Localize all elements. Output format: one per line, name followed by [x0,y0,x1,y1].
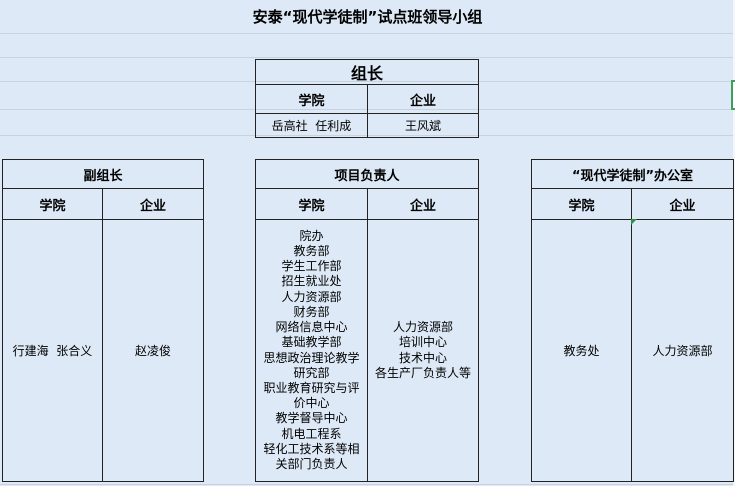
project-company-line: 培训中心 [399,335,448,350]
office-school-header: 学院 [531,188,632,220]
grid-line [0,57,735,58]
project-school-line: 关部门负责人 [275,456,348,471]
project-school-line: 人力资源部 [281,289,342,304]
project-company-line: 人力资源部 [393,320,454,335]
project-school-line: 研究部 [293,365,330,380]
project-school-list: 院办 教务部 学生工作部 招生就业处 人力资源部 财务部 网络信息中心 基础教学… [255,219,368,482]
project-school-line: 机电工程系 [281,426,342,441]
deputy-school-names: 行建海 张合义 [2,219,103,482]
leader-heading: 组长 [254,59,480,85]
deputy-box: 副组长 学院 企业 行建海 张合义 赵凌俊 [1,159,205,482]
project-company-header: 企业 [366,188,480,220]
grid-line [0,33,735,34]
grid-line [0,484,735,485]
project-school-line: 教学督导中心 [275,411,348,426]
leader-school-header: 学院 [255,84,368,114]
office-heading: “现代学徒制”办公室 [531,159,734,189]
project-school-line: 思想政治理论教学 [263,350,360,365]
sheet-edge [733,0,735,486]
project-school-line: 网络信息中心 [275,320,348,335]
project-school-line: 教务部 [293,244,330,259]
deputy-company-names: 赵凌俊 [101,219,205,482]
deputy-school-header: 学院 [2,188,103,220]
project-school-line: 招生就业处 [281,274,342,289]
project-school-line: 职业教育研究与评 [263,380,360,395]
deputy-company-header: 企业 [101,188,205,220]
project-school-header: 学院 [255,188,368,220]
office-company-header: 企业 [631,188,734,220]
project-school-line: 财务部 [293,304,330,319]
project-heading: 项目负责人 [254,159,480,189]
chart-title: 安泰“现代学徒制”试点班领导小组 [252,8,483,26]
office-box: “现代学徒制”办公室 学院 企业 教务处 人力资源部 [531,159,734,482]
project-company-line: 技术中心 [399,350,448,365]
leader-company-names: 王风斌 [366,113,480,138]
deputy-heading: 副组长 [1,159,205,189]
project-school-line: 价中心 [293,396,330,411]
leader-company-header: 企业 [366,84,480,114]
project-box: 项目负责人 学院 企业 院办 教务部 学生工作部 招生就业处 人力资源部 财务部… [254,159,480,482]
office-company-names: 人力资源部 [631,219,734,482]
project-company-list: 人力资源部 培训中心 技术中心 各生产厂负责人等 [366,219,480,482]
project-school-line: 院办 [299,228,324,243]
project-school-line: 学生工作部 [281,259,342,274]
leader-box: 组长 学院 企业 岳高社 任利成 王风斌 [254,59,480,138]
office-school-names: 教务处 [531,219,632,482]
selection-handle[interactable] [731,80,735,110]
comment-indicator-icon[interactable] [631,219,637,225]
project-school-line: 轻化工技术系等相 [263,441,360,456]
project-company-line: 各生产厂负责人等 [375,365,472,380]
leader-school-names: 岳高社 任利成 [255,113,368,138]
project-school-line: 基础教学部 [281,335,342,350]
